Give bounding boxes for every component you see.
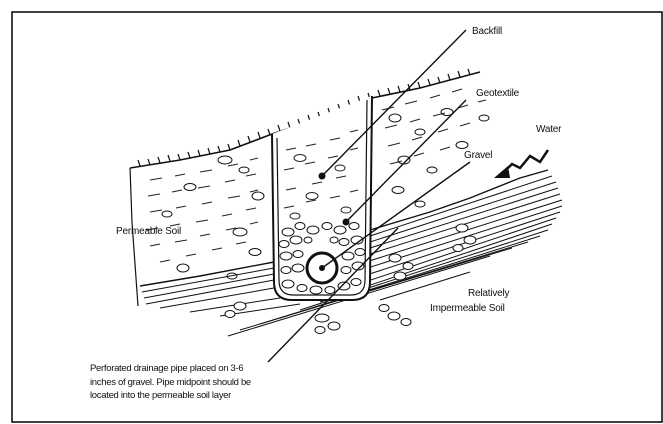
water-arrowhead (494, 166, 510, 178)
relatively-label: Relatively (468, 288, 509, 300)
geotextile-dot (343, 219, 350, 226)
gravel-label: Gravel (464, 150, 492, 162)
pipe-caption: Perforated drainage pipe placed on 3-6 i… (90, 362, 251, 403)
backfill-dot (319, 173, 326, 180)
impermeable-soil-label: Impermeable Soil (430, 303, 505, 315)
water-squiggle (504, 150, 548, 172)
backfill-label: Backfill (472, 26, 502, 38)
permeable-soil-label: Permeable Soil (116, 226, 181, 238)
backfill-leader (322, 30, 466, 176)
caption-line-2: inches of gravel. Pipe midpoint should b… (90, 376, 251, 390)
geotextile-label: Geotextile (476, 88, 519, 100)
pipe-dot (319, 265, 325, 271)
caption-line-1: Perforated drainage pipe placed on 3-6 (90, 362, 251, 376)
caption-line-3: located into the permeable soil layer (90, 389, 251, 403)
water-label: Water (536, 124, 561, 136)
